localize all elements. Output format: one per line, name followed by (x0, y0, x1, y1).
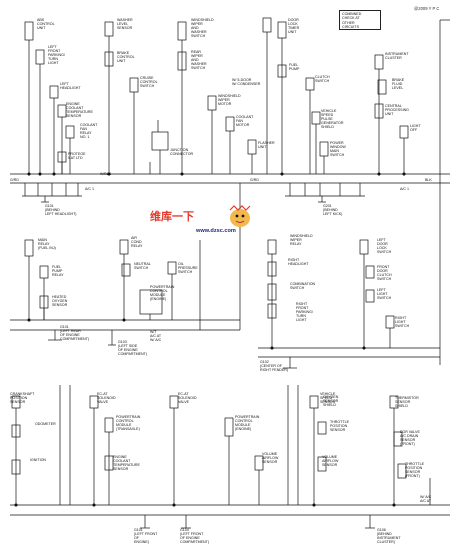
label-wm-harness: W/ A/C A/C AT (420, 495, 432, 504)
label-thermistor: THERMISTOR SENSOR SHIELD (395, 396, 419, 409)
watermark-url: www.dzsc.com (196, 228, 236, 234)
label-engine-coolant-temp-2: ENGINE COOLANT TEMPERATURE SENSOR (113, 455, 140, 472)
label-oil-pressure: OIL PRESSURE SWITCH (178, 262, 198, 275)
label-ac-1: A/C 1 (85, 187, 94, 191)
label-fuel-pump: FUEL PUMP (289, 63, 300, 72)
label-g103: G103 (LEFT SIDE OF ENGINE COMPARTMENT) (118, 340, 148, 357)
label-windshield-wiper-relay: WINDSHIELD WIPER RELAY (290, 234, 313, 247)
watermark-mascot (229, 205, 251, 227)
label-heated-oxygen: HEATED OXYGEN SENSOR (52, 295, 68, 308)
label-intake-air-temp: VOLUME AIRFLOW SENSOR (322, 455, 339, 468)
publisher-logo: @2009 Y P C (414, 6, 440, 11)
label-rear-wiper-washer: REAR WIPER AND WASHER SWITCH (191, 50, 207, 71)
label-throttle-position: THROTTLE POSITION SENSOR (330, 420, 349, 433)
label-vehicle-speed-sensor: VEHICLE SPEED SENSOR (320, 392, 336, 405)
label-g201: G201 (BEHIND LEFT KICK) (323, 204, 343, 217)
label-g101-b: G101 (LEFT REAR OF ENGINE COMPARTMENT) (60, 325, 90, 342)
label-brake-control-unit: BRAKE CONTROL UNIT (117, 51, 135, 64)
label-windshield-wiper-washer: WINDSHIELD WIPER AND WASHER SWITCH (191, 18, 214, 39)
label-abs-control-unit: ABS CONTROL UNIT (37, 18, 55, 31)
label-mass-air-flow: VOLUME AIRFLOW SENSOR (262, 452, 279, 465)
label-power-window-main-switch: POWER WINDOW MAIN SWITCH (330, 141, 346, 158)
label-washer-level-sensor: WASHER LEVEL SENSOR (117, 18, 133, 31)
label-fuel-pump-relay: FUEL PUMP RELAY (52, 265, 64, 278)
label-clutch-switch: CLUTCH SWITCH (315, 75, 330, 84)
label-g101: G101 (BEHIND LEFT HEADLIGHT) (45, 204, 77, 217)
label-right-headlight: RIGHT HEADLIGHT (288, 258, 309, 267)
label-powertrain-control: POWERTRAIN CONTROL MODULE (ENGINE) (150, 285, 175, 302)
label-w-at: W/T A/C AT W/ A/C (150, 330, 162, 343)
label-windshield-wiper-motor: WINDSHIELD WIPER MOTOR (218, 94, 241, 107)
label-w-5-door: W/ 5-DOOR W/ CONDENSER (232, 78, 261, 87)
label-flasher-unit: FLASHER UNIT (258, 141, 275, 150)
label-g102: G102 (CENTER OF RIGHT FENDER) (260, 360, 289, 373)
label-w-blk-a: W/BLK (100, 172, 112, 176)
label-cruise-control-switch: CRUISE CONTROL SWITCH (140, 76, 158, 89)
label-main-relay: MAIN RELAY (FUEL INJ) (38, 238, 56, 251)
label-blk-a: BLK (425, 178, 432, 182)
label-ac-compressor: AIR COND RELAY (131, 236, 143, 249)
label-odometer: ODOMETER (35, 422, 56, 426)
label-left-front-parking-turn: LEFT FRONT PARKING/ TURN LIGHT (48, 45, 65, 66)
label-crankshaft-position: CRANKSHAFT POSITION SENSOR (10, 392, 35, 405)
label-left-door-lock: LEFT DOOR LOCK SWITCH (377, 238, 392, 255)
label-ac-pressure: EGR VALVE A/C DRAIN SENSOR (FRONT) (400, 430, 420, 447)
label-oxygen-sensor: OXYGEN SENSOR SHIELD (323, 395, 339, 408)
watermark-text: 维库一下 (150, 210, 194, 223)
label-left-headlight: LEFT HEADLIGHT (60, 82, 81, 91)
label-door-lock-timer-unit: DOOR LOCK TIMER UNIT (288, 18, 300, 35)
label-left-light-switch: LEFT LIGHT SWITCH (377, 288, 392, 301)
label-g104: G104 (LEFT FRONT OF ENGINE COMPARTMENT) (180, 528, 210, 545)
label-right-light-switch: RIGHT LIGHT SWITCH (395, 316, 410, 329)
label-powertrain-control-engine: POWERTRAIN CONTROL MODULE (ENGINE) (235, 415, 260, 432)
label-powertrain-control-transaxle: POWERTRAIN CONTROL MODULE (TRANSAXLE) (116, 415, 141, 432)
label-ignition: IGNITION (30, 458, 46, 462)
label-brake-fluid-level: BRAKE FLUID LEVEL (392, 78, 405, 91)
label-g106: G106 (BEHIND INSTRUMENT CLUSTER) (377, 528, 401, 545)
label-throttle-position-sensor-2: THROTTLE POSITION SENSOR (FRONT) (405, 462, 424, 479)
label-combination-switch: COMBINATION SWITCH (290, 282, 316, 291)
label-central-processing-unit: CENTRAL PROCESSING UNIT (385, 104, 409, 117)
label-ec-at-solenoid-2: EC-AT SOLENOID VALVE (178, 392, 197, 405)
label-neutral-switch: NEUTRAL SWITCH (134, 262, 151, 271)
label-g-rd-a: G/RD (250, 178, 259, 182)
label-junction-connector: JUNCTION CONNECTOR (170, 148, 194, 157)
label-instrument-cluster: INSTRUMENT CLUSTER (385, 52, 409, 61)
label-protege-5-ltd: PROTEGE 5 AT LTD (68, 152, 86, 161)
label-ac-2: A/C 1 (400, 187, 409, 191)
label-right-front-parking: RIGHT FRONT PARKING/ TURN LIGHT (296, 302, 313, 323)
label-engine-coolant-temp: ENGINE COOLANT TEMPERATURE SENSOR (66, 102, 93, 119)
label-ec-at-solenoid: EC-AT SOLENOID VALVE (97, 392, 116, 405)
combined-check-badge: COMBINED CHECK AT OTHER CIRCUITS (339, 10, 381, 30)
label-light-off: LIGHT OFF (410, 124, 421, 133)
label-coolant-fan-relay: COOLANT FAN RELAY NO. 1 (80, 123, 98, 140)
label-coolant-fan-motor: COOLANT FAN MOTOR (236, 115, 254, 128)
label-g-rd-left: G/RD (10, 178, 19, 182)
label-vehicle-speed-pulse: VEHICLE SPEED PULSE GENERATOR SHIELD (321, 109, 344, 130)
label-front-door-clutch: FRONT DOOR CLUTCH SWITCH (377, 265, 392, 282)
label-g101-c: G101 (LEFT FRONT OF ENGINE) (134, 528, 158, 545)
